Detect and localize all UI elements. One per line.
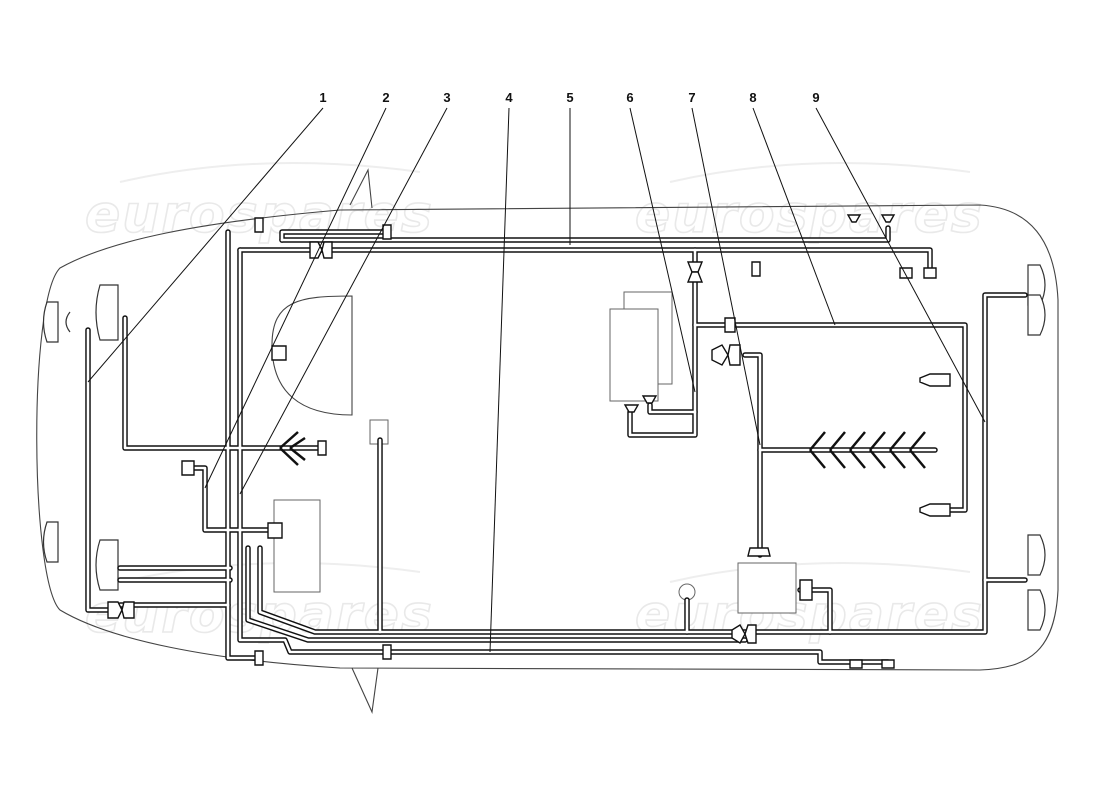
- leader-7: [691, 107, 761, 446]
- leader-3: [239, 107, 448, 495]
- lamp-group: [42, 264, 1046, 631]
- connector-front: [309, 241, 323, 259]
- front-left-lamp-inner: [95, 284, 119, 341]
- callout-7: 7: [688, 90, 695, 105]
- car-body-outline: [36, 168, 1059, 714]
- callout-1: 1: [319, 90, 326, 105]
- rear-left-lamp-lower: [1027, 294, 1046, 336]
- callout-5: 5: [566, 90, 573, 105]
- leader-9: [815, 107, 986, 423]
- watermark-top-left: eurospares: [85, 185, 434, 245]
- leader-2: [204, 107, 387, 489]
- leader-4: [489, 107, 510, 653]
- leader-6: [629, 107, 696, 393]
- callout-2: 2: [382, 90, 389, 105]
- front-right-lamp-inner: [95, 539, 119, 591]
- front-left-lamp-outer: [42, 301, 59, 343]
- fuse-box: [273, 499, 321, 593]
- callout-4: 4: [505, 90, 513, 105]
- rear-right-lamp-outer: [1027, 534, 1046, 576]
- connector-mid: [711, 344, 729, 366]
- callout-9: 9: [812, 90, 819, 105]
- callout-8: 8: [749, 90, 756, 105]
- callout-labels: 1 2 3 4 5 6 7 8 9: [319, 90, 819, 105]
- front-right-lamp-outer: [42, 521, 59, 563]
- connector-group: [107, 214, 951, 669]
- leader-8: [752, 107, 836, 326]
- leader-1: [87, 107, 324, 383]
- callout-6: 6: [626, 90, 633, 105]
- watermark-top-right: eurospares: [635, 185, 984, 245]
- module-box-rear: [609, 308, 659, 402]
- watermark-group: eurospares eurospares eurospares eurospa…: [84, 162, 984, 646]
- rear-right-lamp-lower: [1027, 589, 1046, 631]
- leader-lines: [87, 107, 986, 653]
- control-unit-box: [737, 562, 797, 614]
- callout-3: 3: [443, 90, 450, 105]
